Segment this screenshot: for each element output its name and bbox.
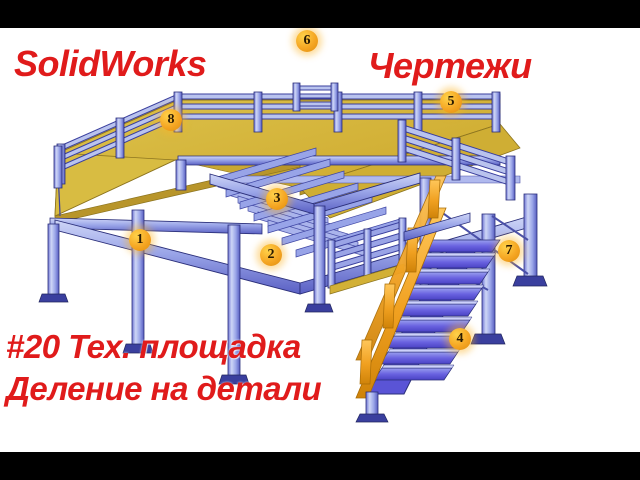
- callout-badge-4: 4: [449, 328, 471, 350]
- stair-landing-beam: [403, 212, 471, 242]
- column-front-left: [38, 223, 69, 303]
- railing-stair-opening: [327, 217, 407, 295]
- mezzanine-3d-model: [38, 82, 548, 423]
- cad-render-canvas: SolidWorks Чертежи #20 Тех. площадка Дел…: [0, 28, 640, 452]
- subtitle-line-2: Деление на детали: [6, 370, 322, 407]
- column-rear-left: [175, 159, 187, 191]
- callout-badge-5: 5: [440, 91, 462, 113]
- callout-badge-2: 2: [260, 244, 282, 266]
- title-solidworks: SolidWorks: [14, 43, 207, 84]
- column-right-corner: [512, 193, 548, 287]
- letterbox-bar-top: [0, 0, 640, 28]
- railing-right: [397, 119, 516, 201]
- title-chertezhi: Чертежи: [368, 45, 532, 86]
- staircase: [367, 239, 501, 395]
- stair-base: [355, 391, 389, 423]
- column-rear-mid: [304, 205, 334, 313]
- callout-badge-7: 7: [498, 240, 520, 262]
- railing-back: [56, 91, 501, 185]
- callout-badge-3: 3: [266, 188, 288, 210]
- railing-left: [53, 145, 63, 217]
- subtitle-line-1: #20 Тех. площадка: [6, 328, 301, 365]
- callout-badge-8: 8: [160, 109, 182, 131]
- column-center: [218, 224, 250, 385]
- letterbox-bar-bottom: [0, 452, 640, 480]
- callout-badge-1: 1: [129, 229, 151, 251]
- railing-segment-part: [292, 82, 339, 112]
- callout-badge-6: 6: [296, 30, 318, 52]
